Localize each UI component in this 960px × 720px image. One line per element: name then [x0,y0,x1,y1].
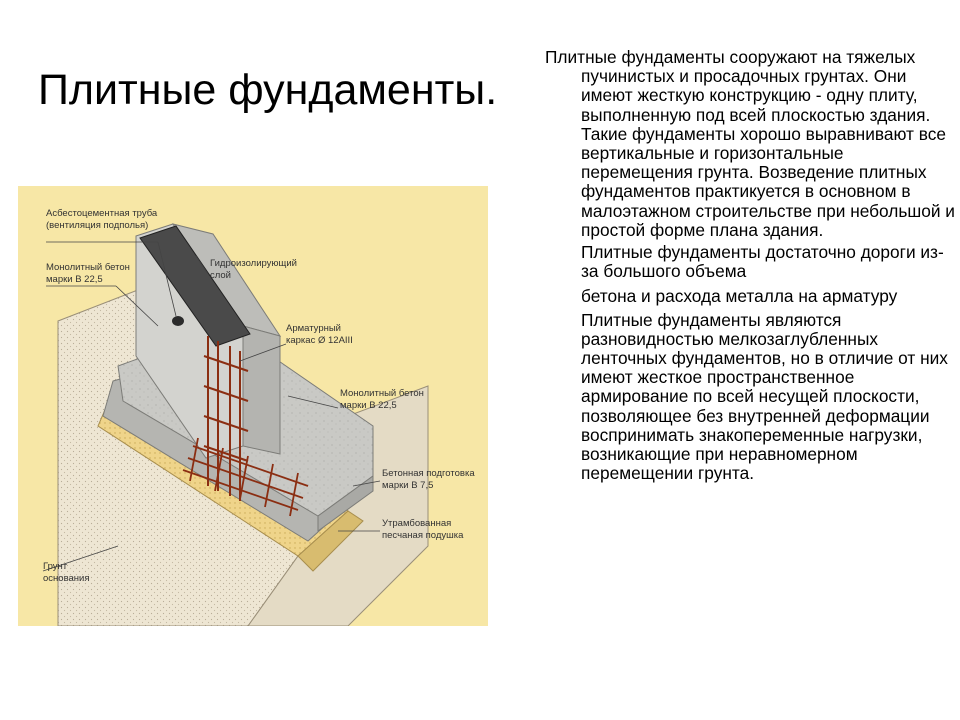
label-rebar-2: каркас Ø 12АIII [286,335,353,346]
label-pipe-1: Асбестоцементная труба [46,208,158,219]
paragraph-4: Плитные фундаменты являются разновидност… [581,309,948,484]
slide-title: Плитные фундаменты. [38,66,498,114]
label-soil-1: Грунт [43,561,68,572]
label-waterproof-1: Гидроизолирующий [210,258,297,269]
label-waterproof-2: слой [210,270,231,281]
label-concrete-top-1: Монолитный бетон [46,262,130,273]
paragraph-2: Плитные фундаменты достаточно дороги из-… [581,242,944,282]
wall-side [242,325,281,455]
label-sand-1: Утрамбованная [382,518,451,529]
label-prep-2: марки В 7,5 [382,480,433,491]
waterproofing-layer [139,225,251,347]
foundation-diagram-svg: Асбестоцементная труба (вентиляция подпо… [18,186,488,626]
paragraph-3: бетона и расхода металла на арматуру [581,286,898,307]
label-pipe-2: (вентиляция подполья) [46,220,148,231]
ventilation-pipe-hole [172,316,184,326]
foundation-diagram: Асбестоцементная труба (вентиляция подпо… [18,186,488,626]
rebar-mesh [182,437,309,517]
label-prep-1: Бетонная подготовка [382,468,475,479]
label-concrete-mid-1: Монолитный бетон [340,388,424,399]
leader-lines [42,241,381,572]
rebar-cage [203,336,249,501]
label-concrete-top-2: марки В 22,5 [46,274,103,285]
body-text: Плитные фундаменты сооружают на тяжелых … [545,47,955,484]
label-soil-2: основания [43,573,89,584]
label-concrete-mid-2: марки В 22,5 [340,400,397,411]
slab-side [317,475,374,532]
label-sand-2: песчаная подушка [382,530,464,541]
label-rebar-1: Арматурный [286,323,341,334]
sand-cushion-side [297,510,364,572]
paragraph-1: Плитные фундаменты сооружают на тяжелых … [545,47,955,240]
